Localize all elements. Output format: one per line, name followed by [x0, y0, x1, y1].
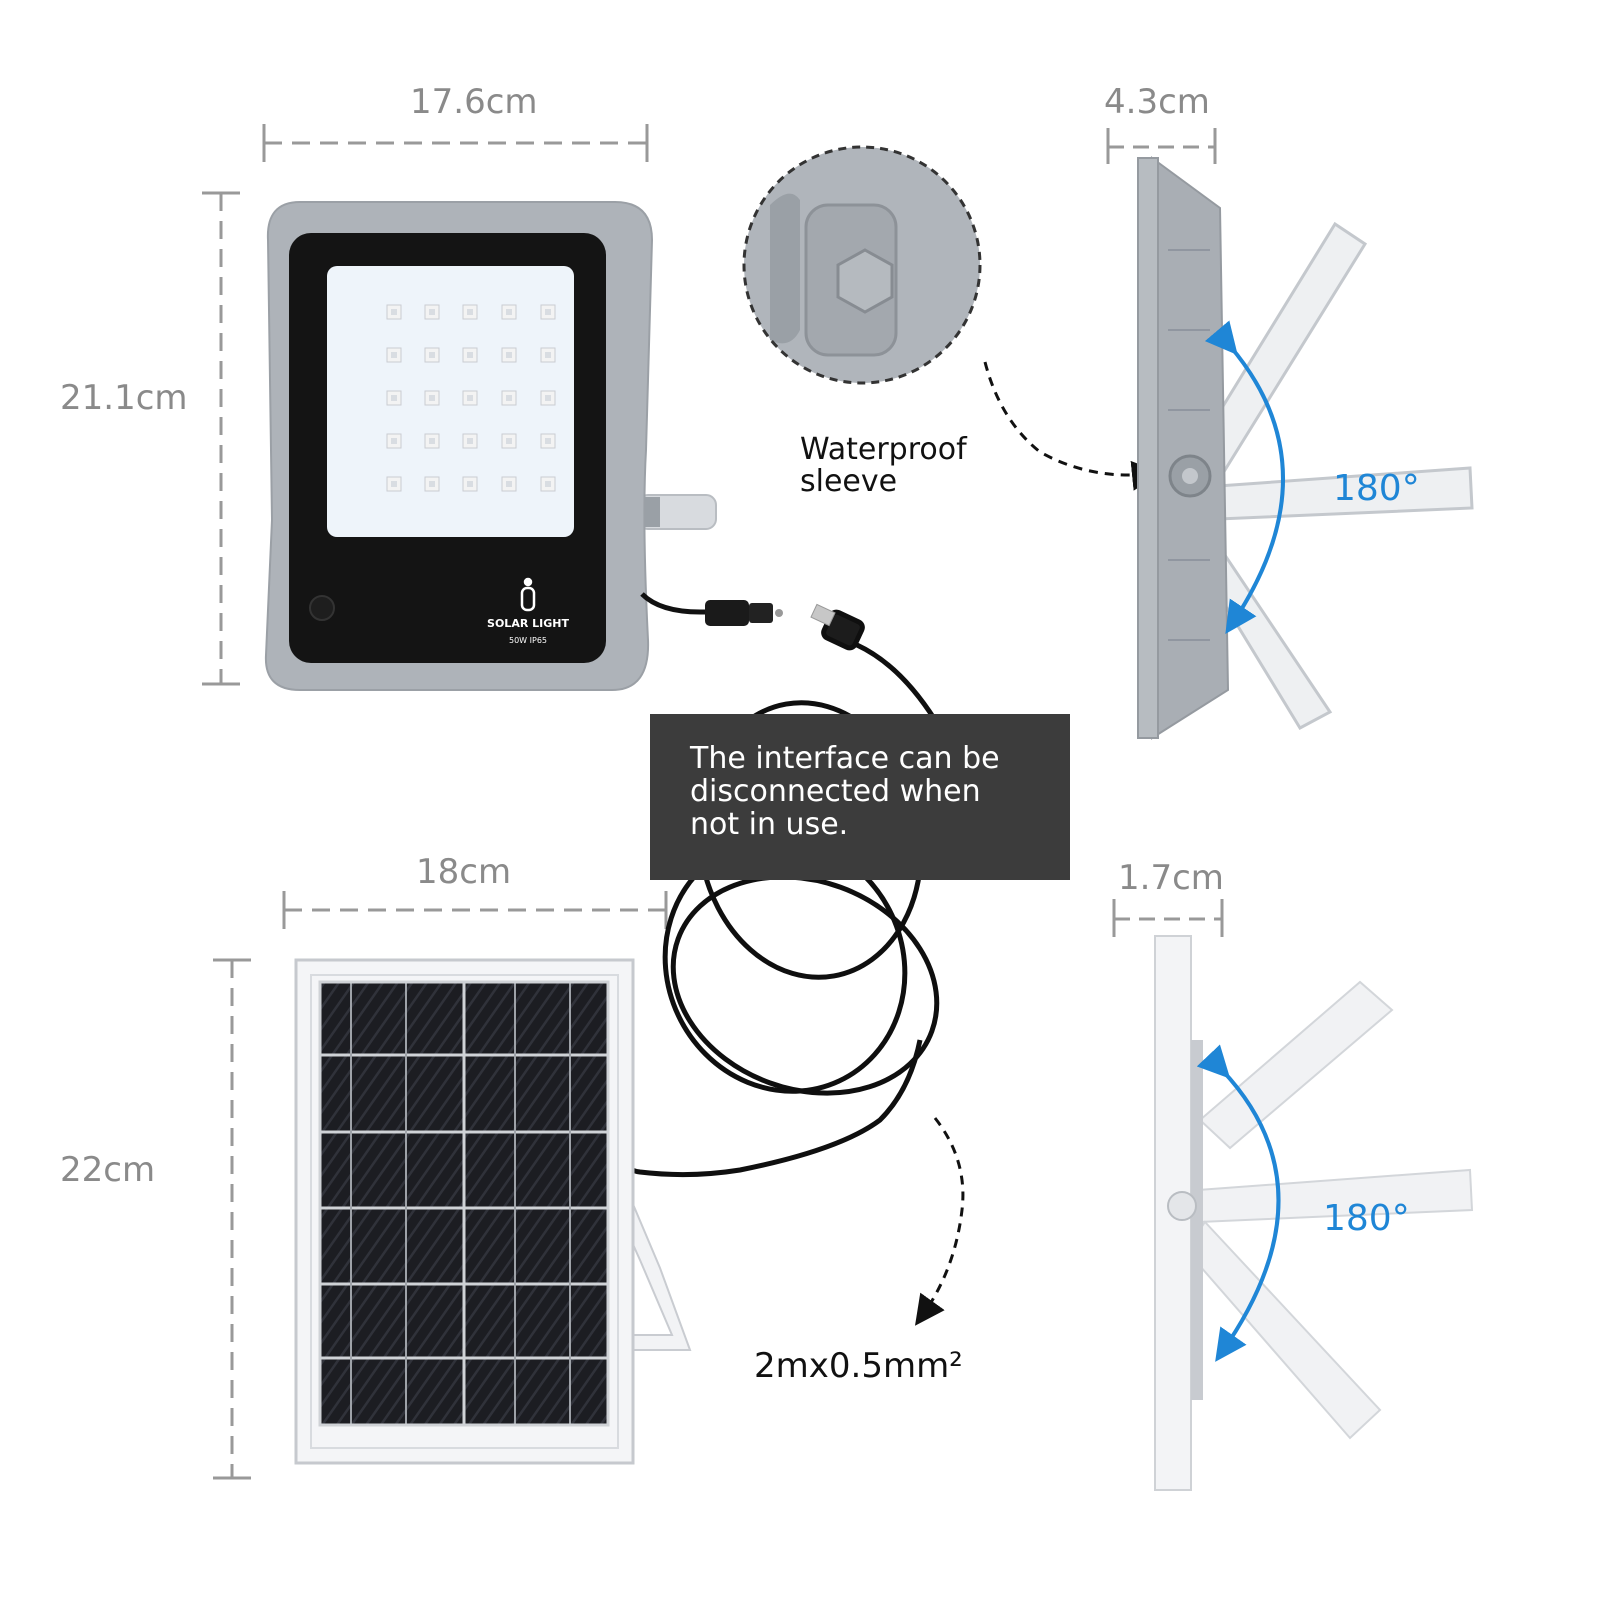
dim-light-width-line	[262, 124, 649, 162]
light-width-label: 17.6cm	[410, 82, 538, 122]
light-rotation-label: 180°	[1333, 468, 1420, 509]
light-depth-label: 4.3cm	[1104, 82, 1210, 122]
interface-note-line2: disconnected when	[690, 774, 981, 809]
dim-panel-width-line	[282, 891, 668, 929]
waterproof-label-line2: sleeve	[800, 464, 898, 499]
floodlight-side-view	[1137, 156, 1474, 740]
interface-note-line3: not in use.	[690, 807, 849, 842]
floodlight-front-view: SOLAR LIGHT 50W IP65	[264, 201, 783, 691]
waterproof-pointer-arrow	[983, 361, 1162, 491]
cable-length-arrow	[915, 1117, 965, 1326]
dim-panel-height-line	[213, 958, 251, 1480]
dim-light-height-line	[202, 191, 240, 686]
solar-panel-side-view	[1154, 935, 1474, 1491]
waterproof-sleeve-zoom	[742, 145, 982, 385]
dim-light-depth-line	[1106, 128, 1217, 164]
power-cable	[620, 603, 964, 1178]
cable-spec-label: 2mx0.5mm²	[754, 1346, 963, 1386]
light-height-label: 21.1cm	[60, 378, 188, 418]
dim-panel-depth-line	[1112, 899, 1224, 937]
panel-height-label: 22cm	[60, 1150, 156, 1190]
interface-note: The interface can be disconnected when n…	[650, 714, 1070, 880]
panel-rotation-label: 180°	[1323, 1198, 1410, 1239]
product-label-spec: 50W IP65	[509, 636, 547, 645]
panel-rotation-arc	[1196, 1044, 1281, 1362]
led-array	[386, 304, 556, 492]
solar-panel-front-view	[294, 958, 692, 1465]
light-rotation-arc	[1204, 320, 1285, 634]
panel-depth-label: 1.7cm	[1118, 858, 1224, 898]
waterproof-label-line1: Waterproof	[800, 432, 967, 467]
interface-note-line1: The interface can be	[690, 741, 1000, 776]
panel-width-label: 18cm	[416, 852, 512, 892]
product-label-title: SOLAR LIGHT	[487, 617, 569, 630]
brand-logo-icon	[520, 577, 536, 612]
